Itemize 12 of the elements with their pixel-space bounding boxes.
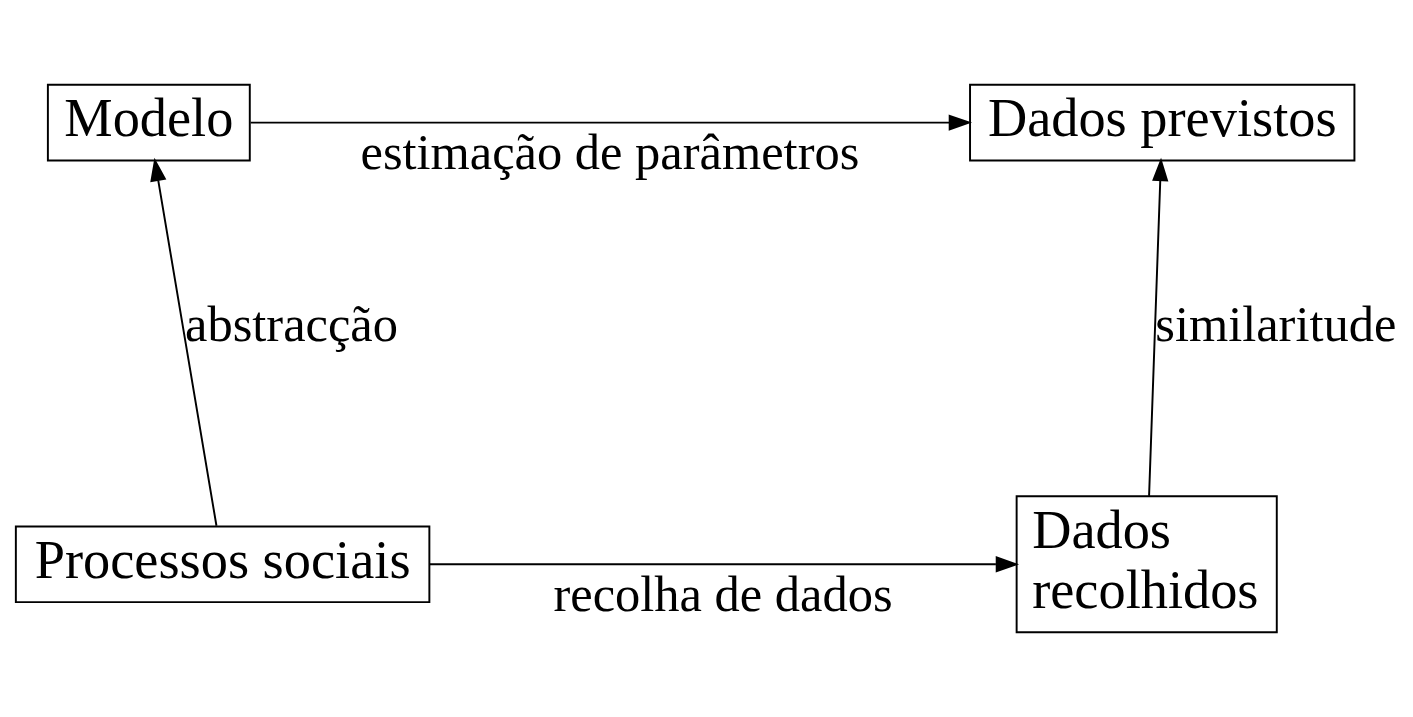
edge-label: abstracção — [185, 295, 399, 352]
node-box: Processos sociais — [14, 525, 431, 604]
node-box: Dados recolhidos — [1015, 495, 1278, 634]
arrow — [150, 157, 218, 527]
arrow — [249, 114, 973, 131]
edge-label: similaritude — [1155, 295, 1397, 352]
arrow — [1148, 157, 1169, 497]
edge-label: recolha de dados — [553, 565, 893, 622]
edge-label: estimação de parâmetros — [360, 123, 860, 180]
node-box: Modelo — [46, 83, 251, 162]
node-box: Dados previstos — [969, 83, 1356, 162]
arrow — [428, 556, 1020, 573]
